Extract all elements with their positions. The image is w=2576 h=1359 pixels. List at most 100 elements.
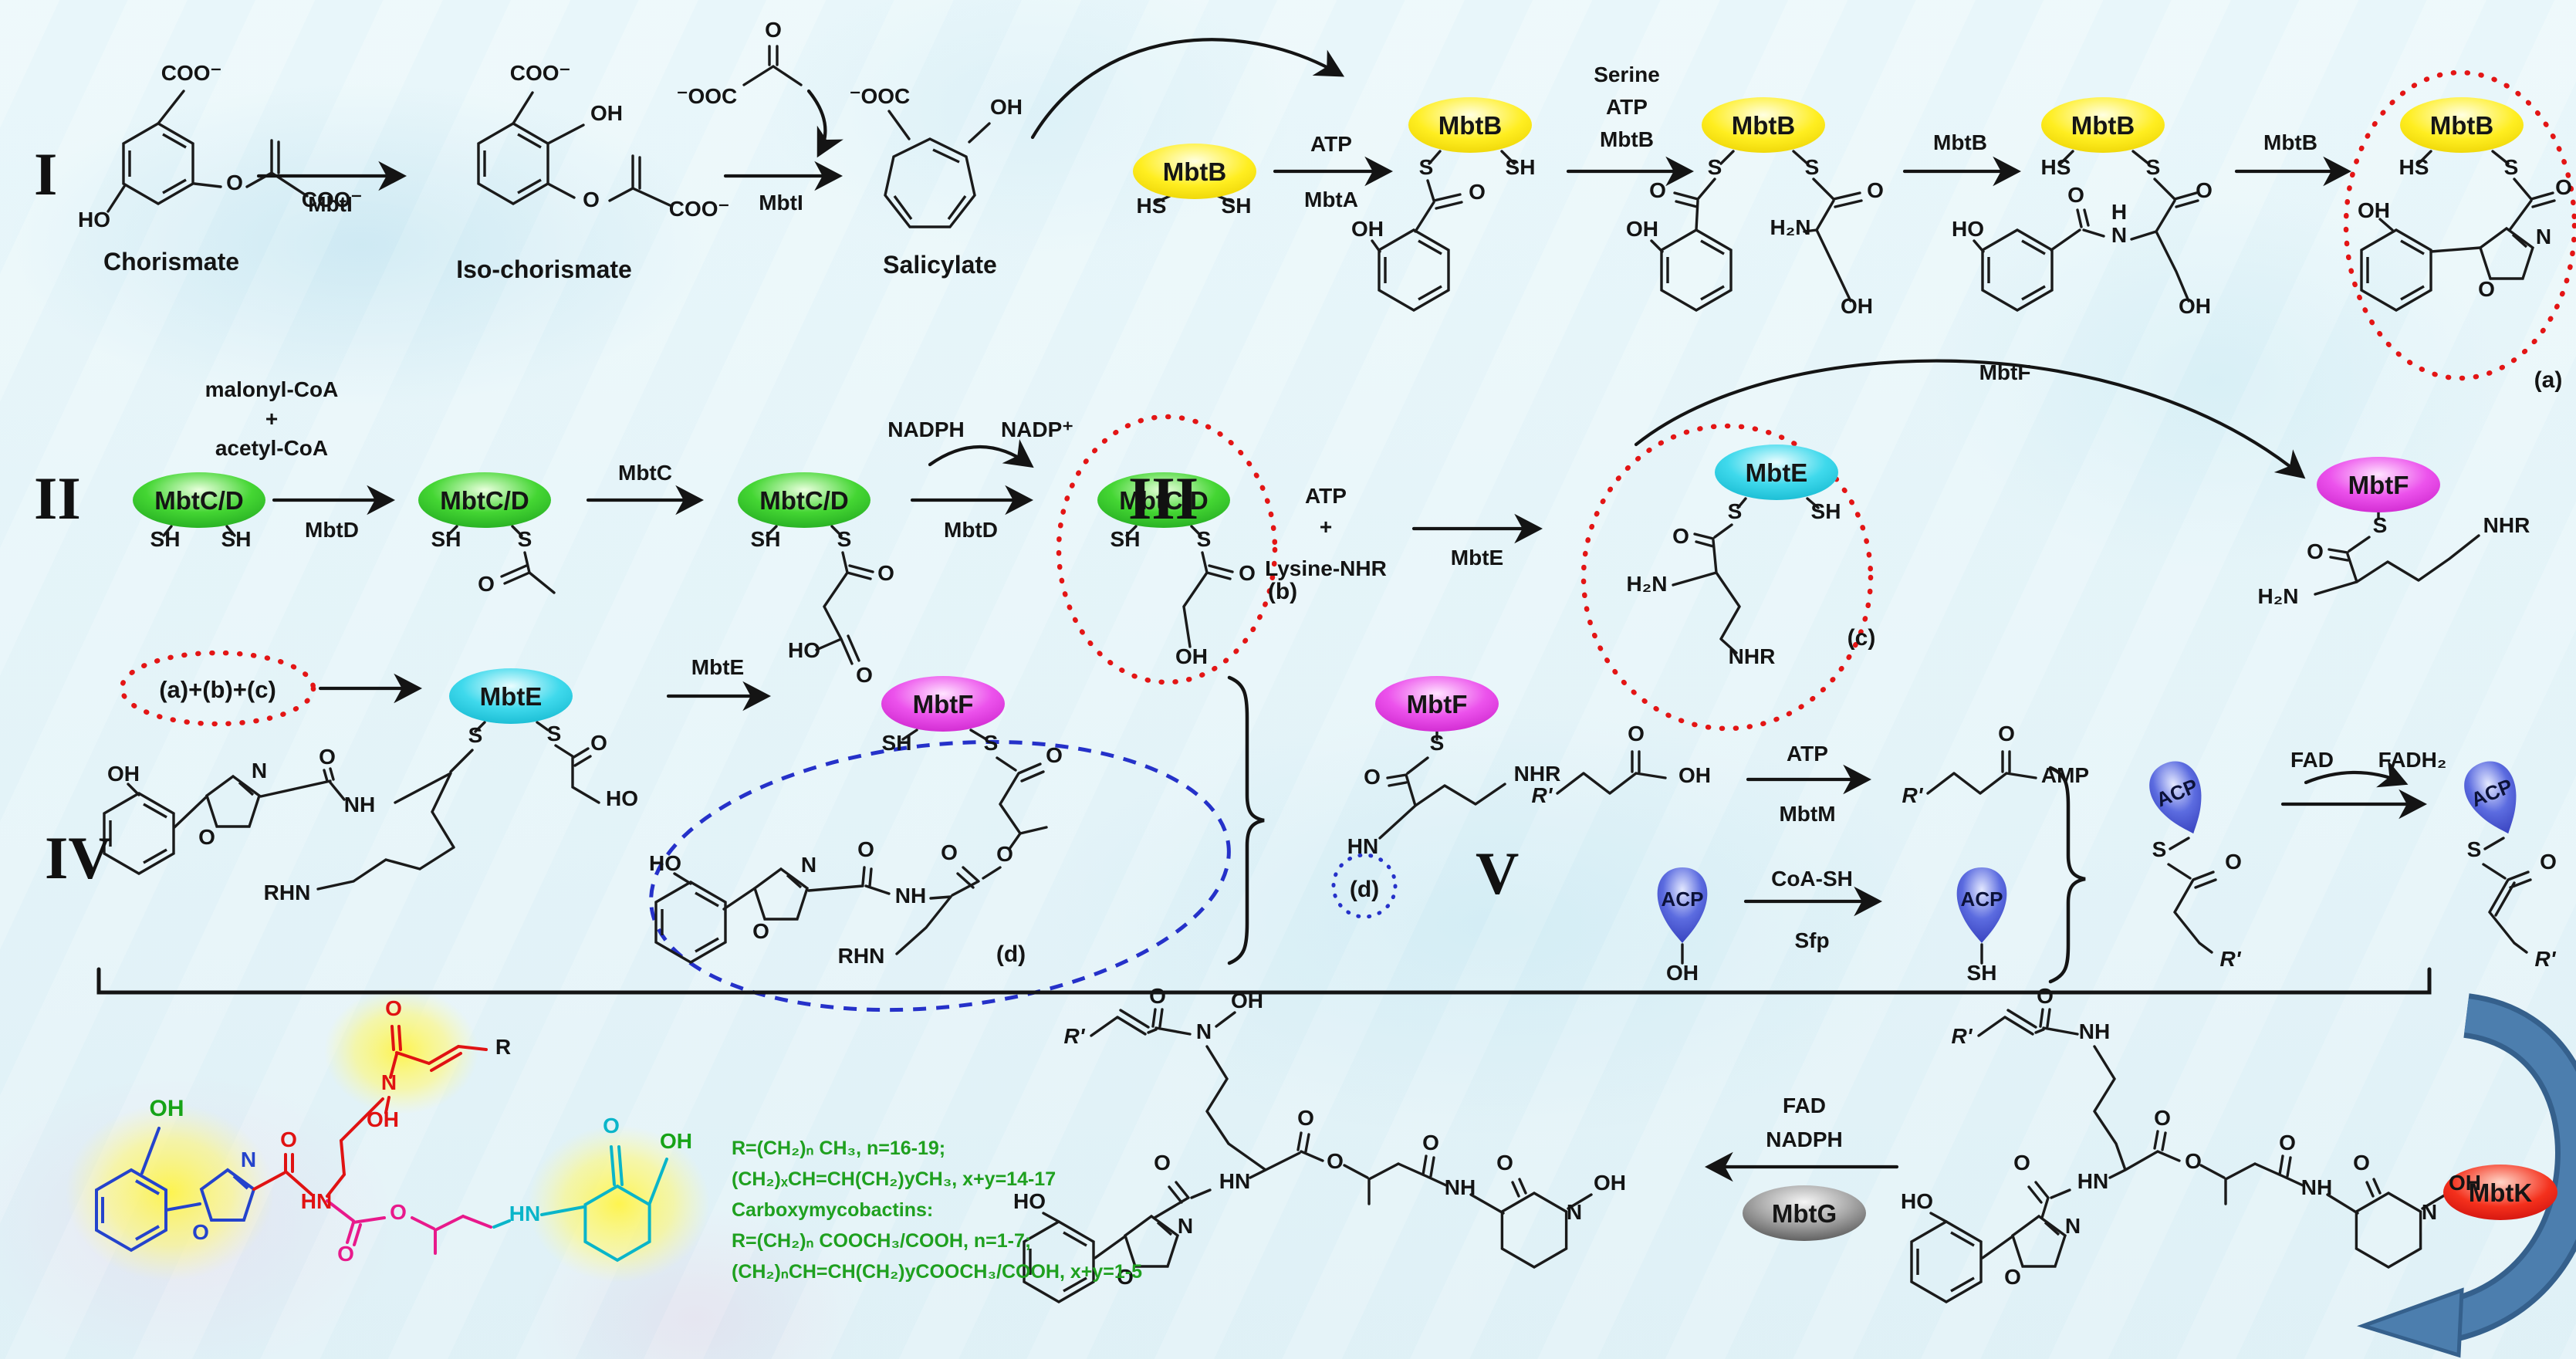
arrow_labels-24: MbtM [1779,802,1835,826]
atoms-96: O [2225,850,2242,874]
atoms-129: N [1567,1200,1582,1224]
atoms-130: OH [1594,1171,1626,1195]
atoms-63: S [547,722,562,745]
atoms-135: O [2013,1151,2030,1175]
atoms-71: RHN [264,881,311,904]
atoms-66: OH [107,762,140,786]
atoms-36: N [2536,225,2551,248]
atoms-48: O [856,663,873,687]
atoms-119: HN [1219,1169,1250,1193]
atoms-77: O [857,837,874,861]
mbtcd2-bonds [446,525,556,594]
atoms-0: COO⁻ [161,61,222,85]
atoms-93: OH [1666,961,1699,985]
atoms-27: O [2196,178,2213,202]
atoms-113: O [603,1114,620,1138]
atoms-68: O [198,825,215,849]
atoms-65: HO [606,786,638,810]
atoms-58: S [2373,513,2388,537]
tags-1: (b) [1268,579,1297,604]
enzyme-mbtg: MbtG [1743,1185,1866,1241]
arrow_labels-5: ATP [1606,95,1648,119]
atoms-95: S [2152,837,2167,861]
acyl-acp-bonds [2167,837,2217,954]
enzyme-mbtf-3: MbtF [1375,676,1499,732]
isochorismate-bonds [512,91,671,207]
enzyme-mbtb-4: MbtB [2041,97,2165,153]
atoms-8: O [765,18,782,42]
atoms-99: O [2540,850,2557,874]
brace-d-group [1227,675,1265,965]
atoms-104: O [280,1127,297,1151]
enzyme-mbtf-2: MbtF [881,676,1005,732]
atoms-13: SH [1222,194,1252,218]
enoyl-acp-bonds [2482,837,2532,954]
atoms-137: N [2065,1214,2081,1238]
atoms-2: COO⁻ [302,188,363,211]
arrow_labels-3: MbtA [1304,188,1358,211]
atoms-121: HO [1013,1189,1046,1213]
arrow-pyruvate-loss [806,89,843,158]
enzyme-mbtf-1: MbtF [2317,457,2440,512]
salicylate-bonds [887,110,991,144]
atoms-142: NH [2301,1175,2332,1199]
atoms-30: N [2111,223,2127,247]
section-label-i: I [34,140,57,208]
atoms-41: SH [431,527,461,551]
atoms-1: O [226,171,243,194]
mycobactin-mid-bonds [1042,1008,1593,1259]
acp-carrier-1-label: ACP [1662,887,1704,911]
arrow_labels-29: FAD [1783,1094,1826,1117]
atoms-131: R' [1952,1024,1973,1048]
atoms-29: H [2111,200,2127,224]
atoms-7: COO⁻ [669,197,730,221]
tags-2: (c) [1847,625,1876,651]
arrow_labels-25: CoA-SH [1771,867,1853,891]
arrow_labels-23: ATP [1787,742,1828,766]
arrow_labels-15: NADP⁺ [1001,418,1073,441]
atoms-97: R' [2220,947,2242,971]
enzyme-mbtcd-3-label: MbtC/D [759,486,848,515]
atoms-107: OH [367,1107,399,1131]
legend-4: (CH₂)ₙCH=CH(CH₂)yCOOCH₃/COOH, x+y=1-5 [732,1261,1142,1283]
arrow_labels-11: acetyl-CoA [215,436,328,460]
atoms-44: SH [751,527,781,551]
atoms-3: HO [78,208,110,232]
brace-acp-group [2048,766,2086,984]
atoms-62: S [468,723,483,747]
atoms-112: HN [509,1202,540,1225]
mbtf-iv-bonds [673,729,1048,955]
arrow-fad-arc [2304,759,2409,788]
mycobactin-right-bonds [1929,1008,2447,1259]
atoms-94: SH [1967,961,1997,985]
atoms-16: O [1469,180,1486,204]
arrow_labels-9: malonyl-CoA [205,377,339,401]
enzyme-mbtk: MbtK [2443,1165,2557,1220]
section-label-ii: II [34,465,81,532]
atoms-127: NH [1445,1175,1476,1199]
acp-carrier-1: ACP [1657,867,1708,943]
atoms-19: S [1805,155,1820,179]
salicylate-name: Salicylate [883,251,997,279]
enzyme-mbtf-2-label: MbtF [913,690,974,718]
atoms-85: NHR [1514,762,1561,786]
atoms-78: NH [895,884,926,908]
enzyme-mbtcd-1: MbtC/D [133,472,265,528]
atoms-139: O [2154,1106,2171,1130]
enzyme-mbtf-1-label: MbtF [2348,471,2409,499]
enzyme-mbtcd-4-label: MbtC/D [1119,486,1208,515]
atoms-10: ⁻OOC [850,84,911,108]
atoms-9: ⁻OOC [677,84,738,108]
enzyme-mbte-1: MbtE [1715,445,1838,500]
atoms-23: H₂N [1770,215,1811,239]
atoms-61: NHR [2483,513,2530,537]
atoms-132: O [2037,984,2054,1008]
atoms-136: HO [1901,1189,1933,1213]
atoms-32: OH [2179,294,2211,318]
arrow_labels-4: Serine [1594,63,1660,86]
arrow_labels-30: NADPH [1766,1127,1843,1151]
atoms-35: O [2555,175,2572,199]
atoms-144: N [2422,1200,2437,1224]
atoms-89: OH [1678,763,1711,787]
legend-2: Carboxymycobactins: [732,1199,933,1221]
